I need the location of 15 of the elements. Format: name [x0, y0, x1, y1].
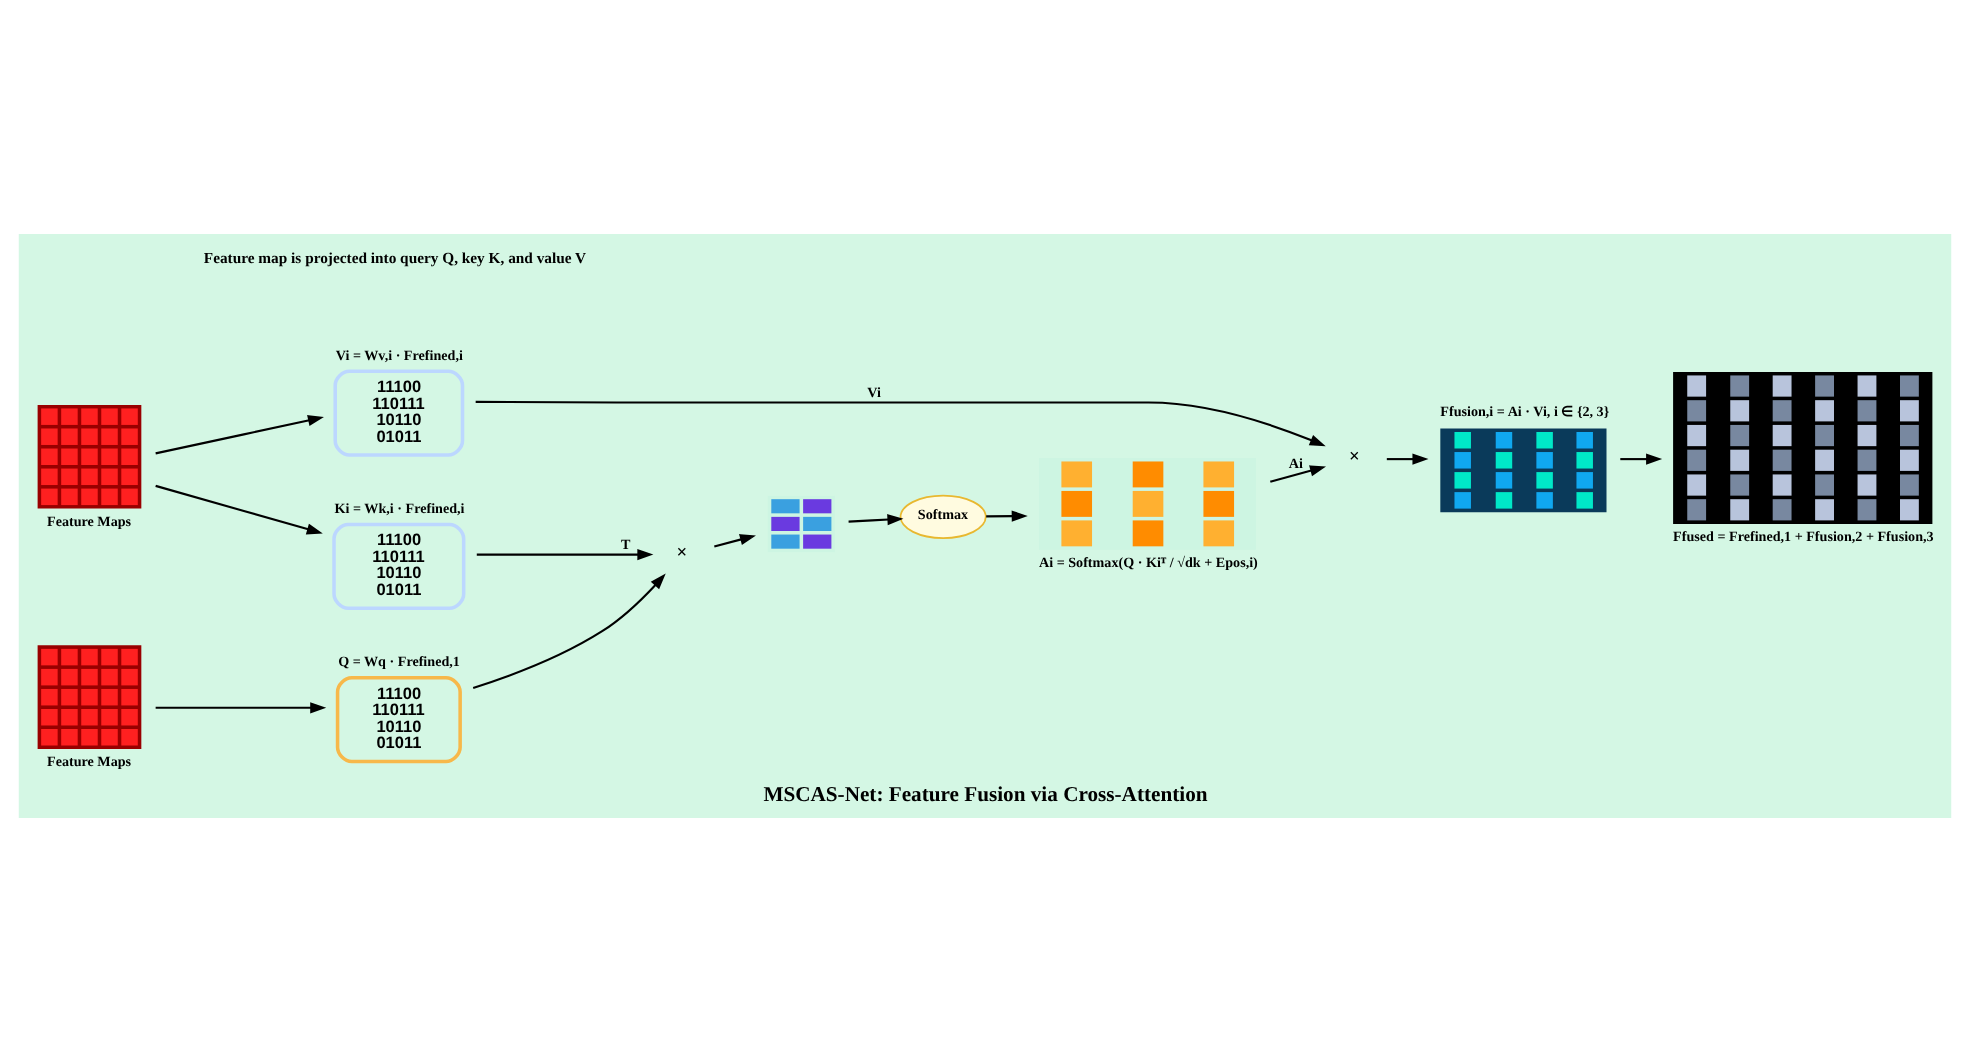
node-text: × [1348, 447, 1360, 468]
arrow [476, 547, 654, 560]
arrow [714, 533, 756, 547]
arrow [155, 483, 323, 534]
arrow [848, 513, 904, 525]
node-text: × [676, 542, 688, 563]
arrow [475, 399, 1326, 446]
arrow [1620, 452, 1663, 464]
diagram-title: MSCAS-Net: Feature Fusion via Cross-Attention [763, 783, 1208, 806]
arrow [155, 414, 324, 454]
arrow [1270, 464, 1327, 482]
arrow [1386, 452, 1429, 464]
arrow [986, 509, 1028, 521]
arrow [155, 701, 327, 713]
arrow [472, 572, 666, 688]
